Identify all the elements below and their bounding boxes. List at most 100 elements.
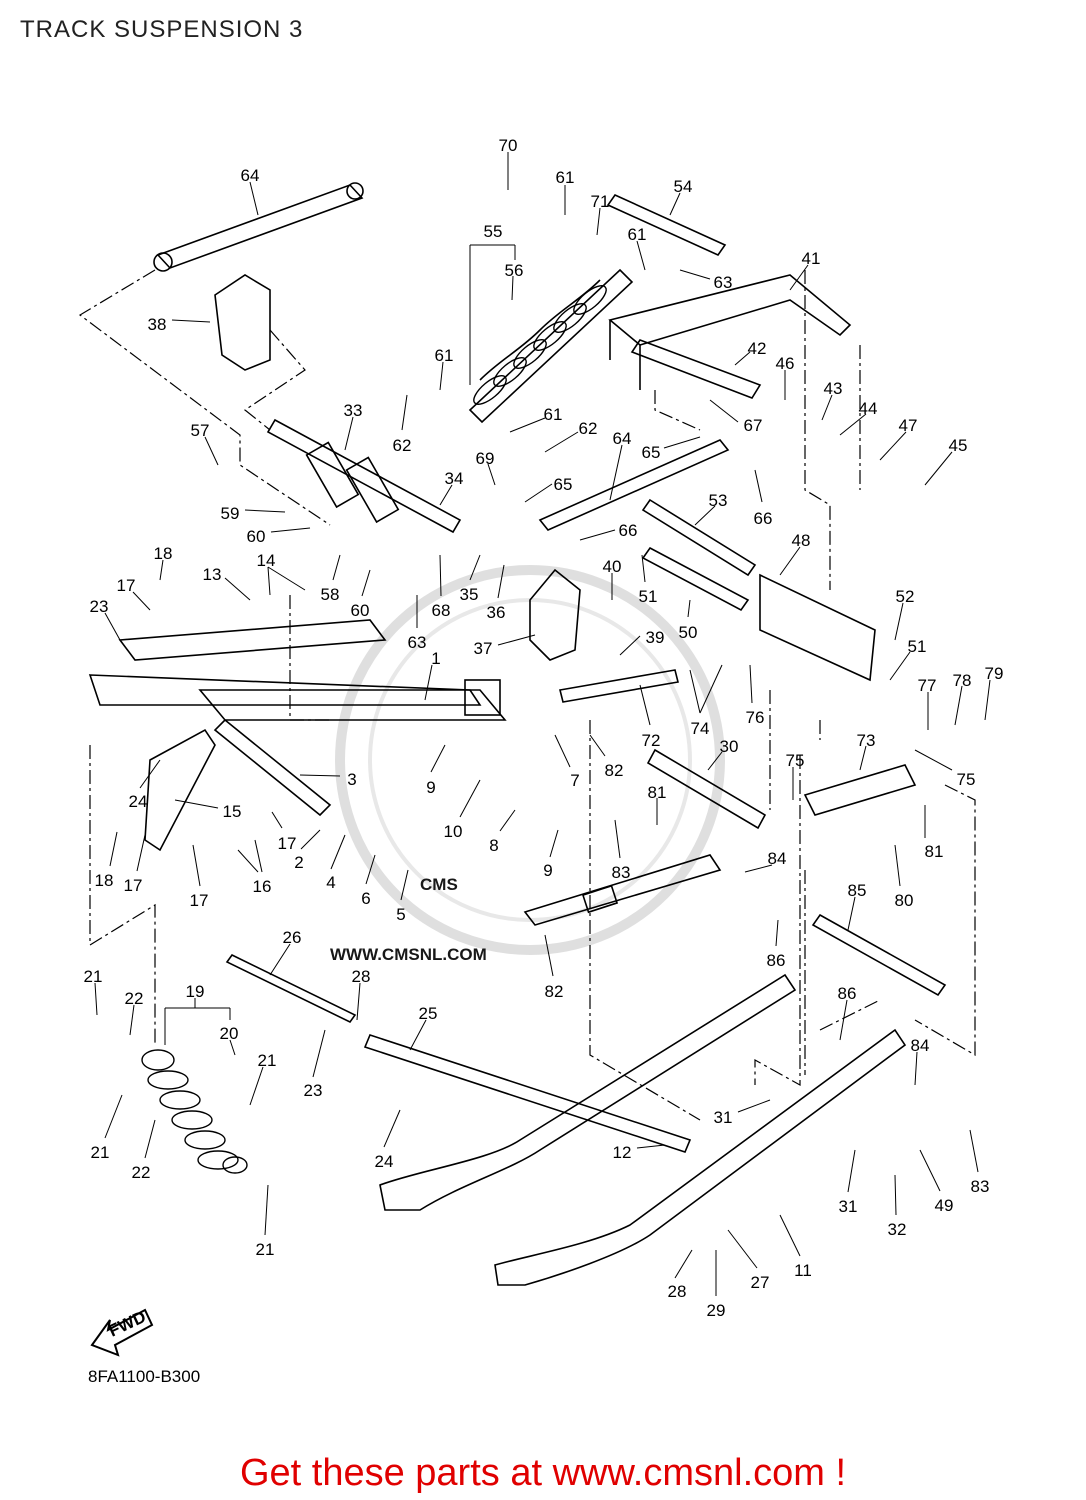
- part-callout-61[interactable]: 61: [556, 168, 575, 187]
- part-callout-26[interactable]: 26: [283, 928, 302, 947]
- part-callout-72[interactable]: 72: [642, 731, 661, 750]
- part-callout-37[interactable]: 37: [474, 639, 493, 658]
- part-callout-82[interactable]: 82: [605, 761, 624, 780]
- part-callout-16[interactable]: 16: [253, 877, 272, 896]
- part-callout-28[interactable]: 28: [352, 967, 371, 986]
- part-callout-31[interactable]: 31: [839, 1197, 858, 1216]
- part-callout-14[interactable]: 14: [257, 551, 276, 570]
- part-callout-63[interactable]: 63: [408, 633, 427, 652]
- part-callout-3[interactable]: 3: [347, 770, 356, 789]
- part-callout-80[interactable]: 80: [895, 891, 914, 910]
- part-callout-17[interactable]: 17: [117, 576, 136, 595]
- part-callout-15[interactable]: 15: [223, 802, 242, 821]
- part-callout-61[interactable]: 61: [544, 405, 563, 424]
- part-callout-45[interactable]: 45: [949, 436, 968, 455]
- part-callout-61[interactable]: 61: [628, 225, 647, 244]
- part-callout-64[interactable]: 64: [613, 429, 632, 448]
- part-callout-51[interactable]: 51: [639, 587, 658, 606]
- part-callout-77[interactable]: 77: [918, 676, 937, 695]
- part-callout-32[interactable]: 32: [888, 1220, 907, 1239]
- part-callout-21[interactable]: 21: [258, 1051, 277, 1070]
- part-callout-24[interactable]: 24: [375, 1152, 394, 1171]
- part-callout-78[interactable]: 78: [953, 671, 972, 690]
- part-callout-79[interactable]: 79: [985, 664, 1004, 683]
- part-callout-63[interactable]: 63: [714, 273, 733, 292]
- part-callout-82[interactable]: 82: [545, 982, 564, 1001]
- part-callout-33[interactable]: 33: [344, 401, 363, 420]
- part-callout-42[interactable]: 42: [748, 339, 767, 358]
- part-callout-60[interactable]: 60: [247, 527, 266, 546]
- part-callout-27[interactable]: 27: [751, 1273, 770, 1292]
- part-callout-75[interactable]: 75: [786, 751, 805, 770]
- part-callout-35[interactable]: 35: [460, 585, 479, 604]
- part-callout-64[interactable]: 64: [241, 166, 260, 185]
- part-callout-83[interactable]: 83: [971, 1177, 990, 1196]
- part-callout-73[interactable]: 73: [857, 731, 876, 750]
- part-callout-23[interactable]: 23: [90, 597, 109, 616]
- part-callout-2[interactable]: 2: [294, 853, 303, 872]
- part-callout-6[interactable]: 6: [361, 889, 370, 908]
- part-callout-22[interactable]: 22: [132, 1163, 151, 1182]
- part-callout-24[interactable]: 24: [129, 792, 148, 811]
- part-callout-29[interactable]: 29: [707, 1301, 726, 1320]
- part-callout-74[interactable]: 74: [691, 719, 710, 738]
- part-callout-62[interactable]: 62: [393, 436, 412, 455]
- part-callout-40[interactable]: 40: [603, 557, 622, 576]
- promo-link[interactable]: Get these parts at www.cmsnl.com !: [239, 1452, 847, 1494]
- part-callout-22[interactable]: 22: [125, 989, 144, 1008]
- part-callout-59[interactable]: 59: [221, 504, 240, 523]
- part-callout-30[interactable]: 30: [720, 737, 739, 756]
- part-callout-36[interactable]: 36: [487, 603, 506, 622]
- part-callout-56[interactable]: 56: [505, 261, 524, 280]
- part-callout-38[interactable]: 38: [148, 315, 167, 334]
- part-callout-83[interactable]: 83: [612, 863, 631, 882]
- part-callout-57[interactable]: 57: [191, 421, 210, 440]
- part-callout-50[interactable]: 50: [679, 623, 698, 642]
- part-callout-23[interactable]: 23: [304, 1081, 323, 1100]
- part-callout-8[interactable]: 8: [489, 836, 498, 855]
- part-callout-9[interactable]: 9: [543, 861, 552, 880]
- part-callout-28[interactable]: 28: [668, 1282, 687, 1301]
- part-callout-60[interactable]: 60: [351, 601, 370, 620]
- part-callout-68[interactable]: 68: [432, 601, 451, 620]
- part-callout-70[interactable]: 70: [499, 136, 518, 155]
- part-callout-67[interactable]: 67: [744, 416, 763, 435]
- part-callout-34[interactable]: 34: [445, 469, 464, 488]
- part-callout-20[interactable]: 20: [220, 1024, 239, 1043]
- part-callout-47[interactable]: 47: [899, 416, 918, 435]
- part-callout-17[interactable]: 17: [124, 876, 143, 895]
- part-callout-81[interactable]: 81: [925, 842, 944, 861]
- part-callout-85[interactable]: 85: [848, 881, 867, 900]
- part-callout-76[interactable]: 76: [746, 708, 765, 727]
- part-callout-4[interactable]: 4: [326, 873, 335, 892]
- part-callout-41[interactable]: 41: [802, 249, 821, 268]
- part-callout-61[interactable]: 61: [435, 346, 454, 365]
- part-callout-7[interactable]: 7: [570, 771, 579, 790]
- part-callout-65[interactable]: 65: [642, 443, 661, 462]
- part-callout-17[interactable]: 17: [190, 891, 209, 910]
- part-callout-55[interactable]: 55: [484, 222, 503, 241]
- part-callout-10[interactable]: 10: [444, 822, 463, 841]
- part-callout-46[interactable]: 46: [776, 354, 795, 373]
- part-callout-21[interactable]: 21: [91, 1143, 110, 1162]
- part-callout-71[interactable]: 71: [591, 192, 610, 211]
- part-callout-31[interactable]: 31: [714, 1108, 733, 1127]
- part-callout-43[interactable]: 43: [824, 379, 843, 398]
- part-callout-53[interactable]: 53: [709, 491, 728, 510]
- part-callout-19[interactable]: 19: [186, 982, 205, 1001]
- part-callout-17[interactable]: 17: [278, 834, 297, 853]
- part-callout-48[interactable]: 48: [792, 531, 811, 550]
- part-callout-54[interactable]: 54: [674, 177, 693, 196]
- part-callout-18[interactable]: 18: [154, 544, 173, 563]
- part-callout-51[interactable]: 51: [908, 637, 927, 656]
- part-callout-58[interactable]: 58: [321, 585, 340, 604]
- part-callout-69[interactable]: 69: [476, 449, 495, 468]
- part-callout-44[interactable]: 44: [859, 399, 878, 418]
- part-callout-5[interactable]: 5: [396, 905, 405, 924]
- part-callout-39[interactable]: 39: [646, 628, 665, 647]
- part-callout-9[interactable]: 9: [426, 778, 435, 797]
- part-callout-84[interactable]: 84: [911, 1036, 930, 1055]
- part-callout-11[interactable]: 11: [794, 1261, 812, 1280]
- part-callout-62[interactable]: 62: [579, 419, 598, 438]
- part-callout-66[interactable]: 66: [619, 521, 638, 540]
